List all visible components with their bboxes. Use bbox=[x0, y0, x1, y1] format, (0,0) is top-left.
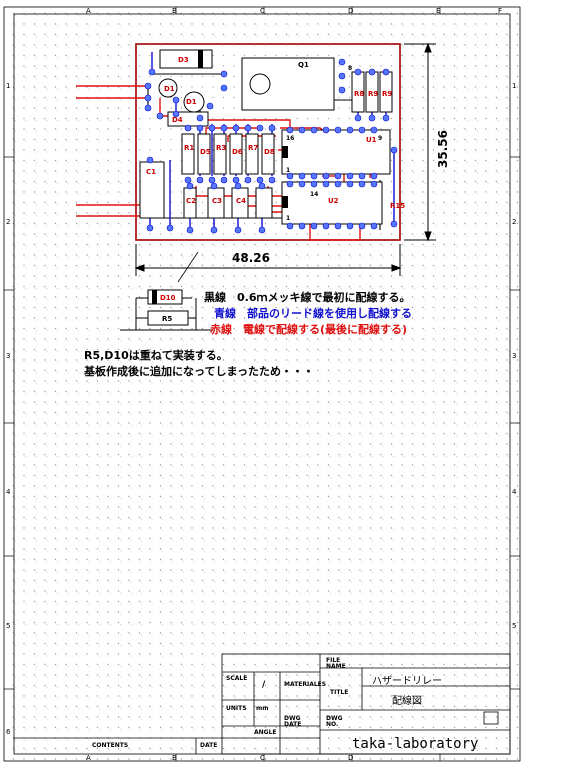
label-c4: C4 bbox=[236, 197, 246, 205]
label-r8: R8 bbox=[354, 90, 364, 98]
external-leads bbox=[76, 85, 146, 217]
title-block-contents-label: CONTENTS bbox=[92, 742, 129, 749]
zone-number-2: 2 bbox=[6, 218, 10, 226]
label-d1: D1 bbox=[164, 85, 175, 93]
label-d2: D1 bbox=[186, 98, 197, 106]
zone-ticks bbox=[4, 7, 520, 761]
label-pin9: 9 bbox=[378, 135, 382, 142]
width-dimension-label: 48.26 bbox=[232, 251, 270, 265]
label-r15: R15 bbox=[390, 202, 405, 210]
label-r10: R9 bbox=[382, 90, 392, 98]
label-pin1: 1 bbox=[286, 167, 290, 174]
title-block-file-name-label: FILE NAME bbox=[326, 657, 346, 670]
label-d10: D10 bbox=[160, 294, 176, 302]
transistor-q1 bbox=[241, 57, 335, 111]
label-pin16: 16 bbox=[286, 135, 294, 142]
label-d5: D5 bbox=[200, 148, 211, 156]
label-r9: R9 bbox=[368, 90, 378, 98]
height-dimension bbox=[404, 42, 436, 242]
zone-number-1-right: 1 bbox=[512, 82, 516, 90]
label-c3: C3 bbox=[212, 197, 222, 205]
title-block-materials-label: MATERIALES bbox=[284, 681, 327, 688]
note-stacked-parts: R5,D10は重ねて実装する。 bbox=[84, 349, 228, 362]
note-black-wire: 黒線 0.6ｍメッキ線で最初に配線する。 bbox=[204, 291, 411, 304]
width-dimension bbox=[134, 244, 402, 276]
label-pin8: 8 bbox=[348, 65, 352, 72]
title-block-units-label: UNITS bbox=[226, 705, 247, 712]
zone-letter-b-bottom: B bbox=[172, 754, 177, 762]
zone-number-5-right: 5 bbox=[512, 622, 516, 630]
label-c1: C1 bbox=[146, 168, 156, 176]
zone-number-2-right: 2 bbox=[512, 218, 516, 226]
zone-number-3: 3 bbox=[6, 352, 10, 360]
title-block-title-value: ハザードリレー bbox=[372, 676, 442, 687]
title-block-scale-value: / bbox=[262, 680, 266, 690]
zone-number-4: 4 bbox=[6, 488, 11, 496]
title-block-title-label: TITLE bbox=[330, 689, 349, 696]
label-r5: R5 bbox=[162, 315, 172, 323]
title-block-brand: taka-laboratory bbox=[352, 736, 479, 752]
note-red-wire: 赤線 電線で配線する(最後に配線する) bbox=[210, 323, 408, 336]
label-d8: D8 bbox=[264, 148, 275, 156]
title-block-dwg-date-label: DWG DATE bbox=[284, 715, 302, 728]
diode-d3 bbox=[159, 49, 213, 69]
title-block-date-label: DATE bbox=[200, 742, 218, 749]
label-pin14: 14 bbox=[310, 191, 318, 198]
zone-letter-d-bottom: D bbox=[348, 754, 353, 762]
height-dimension-label: 35.56 bbox=[436, 130, 450, 168]
zone-letter-f: F bbox=[498, 7, 502, 15]
zone-letter-b: B bbox=[172, 7, 177, 15]
ic-u2 bbox=[281, 181, 383, 225]
label-pin1-u2: 1 bbox=[286, 215, 290, 222]
label-d3: D3 bbox=[178, 56, 189, 64]
note-blue-wire: 青線 部品のリード線を使用し配線する bbox=[214, 307, 412, 320]
note-added-later: 基板作成後に追加になってしまったため・・・ bbox=[84, 365, 315, 378]
title-block-units-value: mm bbox=[256, 705, 269, 712]
zone-number-4-right: 4 bbox=[512, 488, 517, 496]
zone-number-5: 5 bbox=[6, 622, 10, 630]
solder-pads bbox=[144, 58, 398, 234]
zone-letter-d: D bbox=[348, 7, 353, 15]
zone-number-6: 6 bbox=[6, 728, 11, 736]
resistor-row bbox=[181, 133, 275, 175]
title-block-drawing-value: 配線図 bbox=[392, 696, 422, 707]
label-d6: D6 bbox=[232, 148, 243, 156]
title-block-angle-label: ANGLE bbox=[254, 729, 277, 736]
label-u2: U2 bbox=[328, 197, 339, 205]
label-u1: U1 bbox=[366, 136, 377, 144]
zone-letter-a: A bbox=[86, 7, 91, 15]
label-q1: Q1 bbox=[298, 61, 309, 69]
zone-number-3-right: 3 bbox=[512, 352, 516, 360]
zone-letter-c-bottom: C bbox=[260, 754, 265, 762]
d10-r5-inset bbox=[120, 251, 212, 331]
ic-u1 bbox=[281, 129, 391, 175]
title-block bbox=[14, 653, 511, 755]
capacitor-row bbox=[183, 187, 273, 219]
label-d4: D4 bbox=[172, 116, 183, 124]
zone-letter-e: E bbox=[436, 7, 440, 15]
label-r1: R1 bbox=[184, 144, 194, 152]
zone-letter-c: C bbox=[260, 7, 265, 15]
diode-d1 bbox=[158, 78, 205, 113]
title-block-dwg-no-label: DWG NO. bbox=[326, 715, 343, 728]
title-block-scale-label: SCALE bbox=[226, 675, 248, 682]
zone-number-1: 1 bbox=[6, 82, 10, 90]
zone-letter-a-bottom: A bbox=[86, 754, 91, 762]
label-r7: R7 bbox=[248, 144, 258, 152]
label-r3: R3 bbox=[216, 144, 226, 152]
label-c2: C2 bbox=[186, 197, 196, 205]
